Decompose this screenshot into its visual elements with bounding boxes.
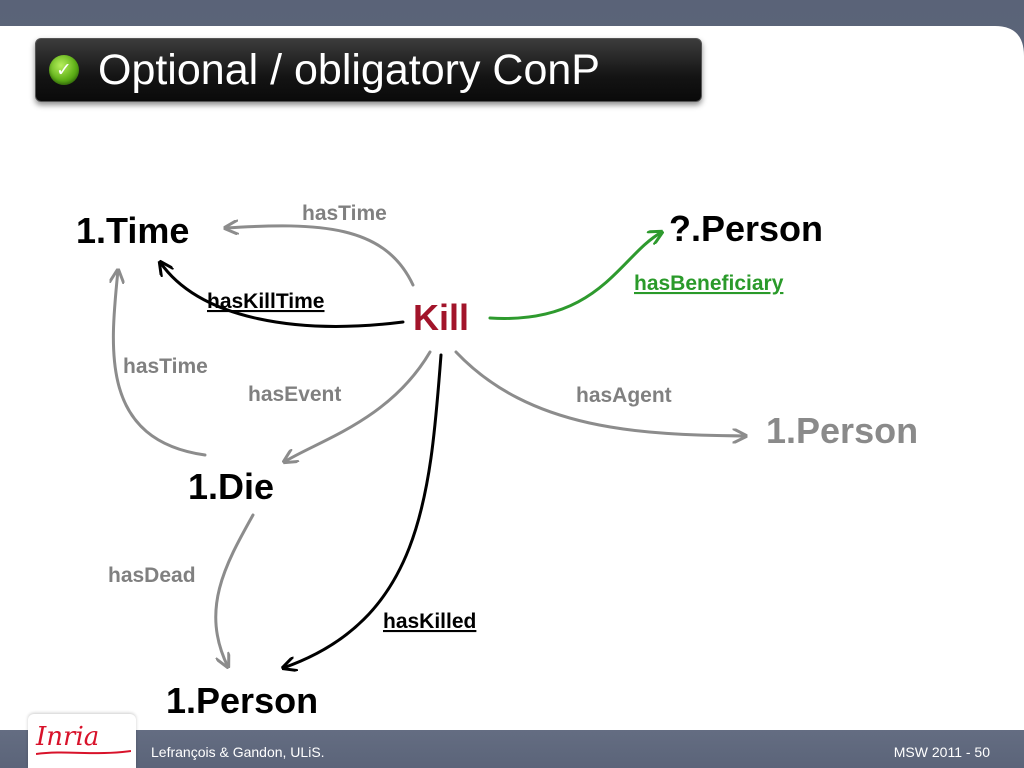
- check-icon: ✓: [49, 55, 79, 85]
- slide-footer: [0, 730, 1024, 768]
- logo-swash: [36, 750, 131, 755]
- edge-label-has-time-die: hasTime: [123, 355, 208, 378]
- node-time: 1.Time: [76, 210, 189, 251]
- edge-kill-beneficiary: [488, 232, 662, 320]
- node-person-agent: 1.Person: [766, 410, 918, 451]
- edge-kill-killed: [283, 353, 443, 668]
- node-person-beneficiary: ?.Person: [669, 208, 823, 249]
- slide-canvas: [0, 26, 1024, 768]
- slide-background: [0, 26, 1024, 768]
- edge-label-has-agent: hasAgent: [576, 384, 672, 407]
- footer-authors: Lefrançois & Gandon, ULiS.: [151, 744, 325, 760]
- edge-kill-time-black: [160, 262, 405, 328]
- node-person-dead: 1.Person: [166, 680, 318, 721]
- inria-logo: Inria: [28, 714, 136, 768]
- edge-label-has-killed: hasKilled: [383, 610, 476, 633]
- edge-kill-die: [284, 350, 432, 462]
- footer-slide-number: MSW 2011 - 50: [893, 744, 990, 760]
- edge-label-has-event: hasEvent: [248, 383, 341, 406]
- edge-label-has-time: hasTime: [302, 202, 387, 225]
- node-kill: Kill: [413, 297, 469, 338]
- edge-die-dead: [214, 513, 255, 667]
- inria-logo-text: Inria: [36, 722, 100, 752]
- node-die: 1.Die: [188, 466, 274, 507]
- edge-label-has-beneficiary: hasBeneficiary: [634, 272, 784, 295]
- edge-label-has-kill-time: hasKillTime: [207, 290, 325, 313]
- edge-label-has-dead: hasDead: [108, 564, 196, 587]
- slide-title: Optional / obligatory ConP: [98, 46, 600, 94]
- edge-die-time: [113, 270, 207, 457]
- edge-kill-agent: [454, 350, 746, 436]
- title-bar: ✓ Optional / obligatory ConP: [35, 38, 702, 102]
- edge-kill-time-gray: [225, 226, 415, 287]
